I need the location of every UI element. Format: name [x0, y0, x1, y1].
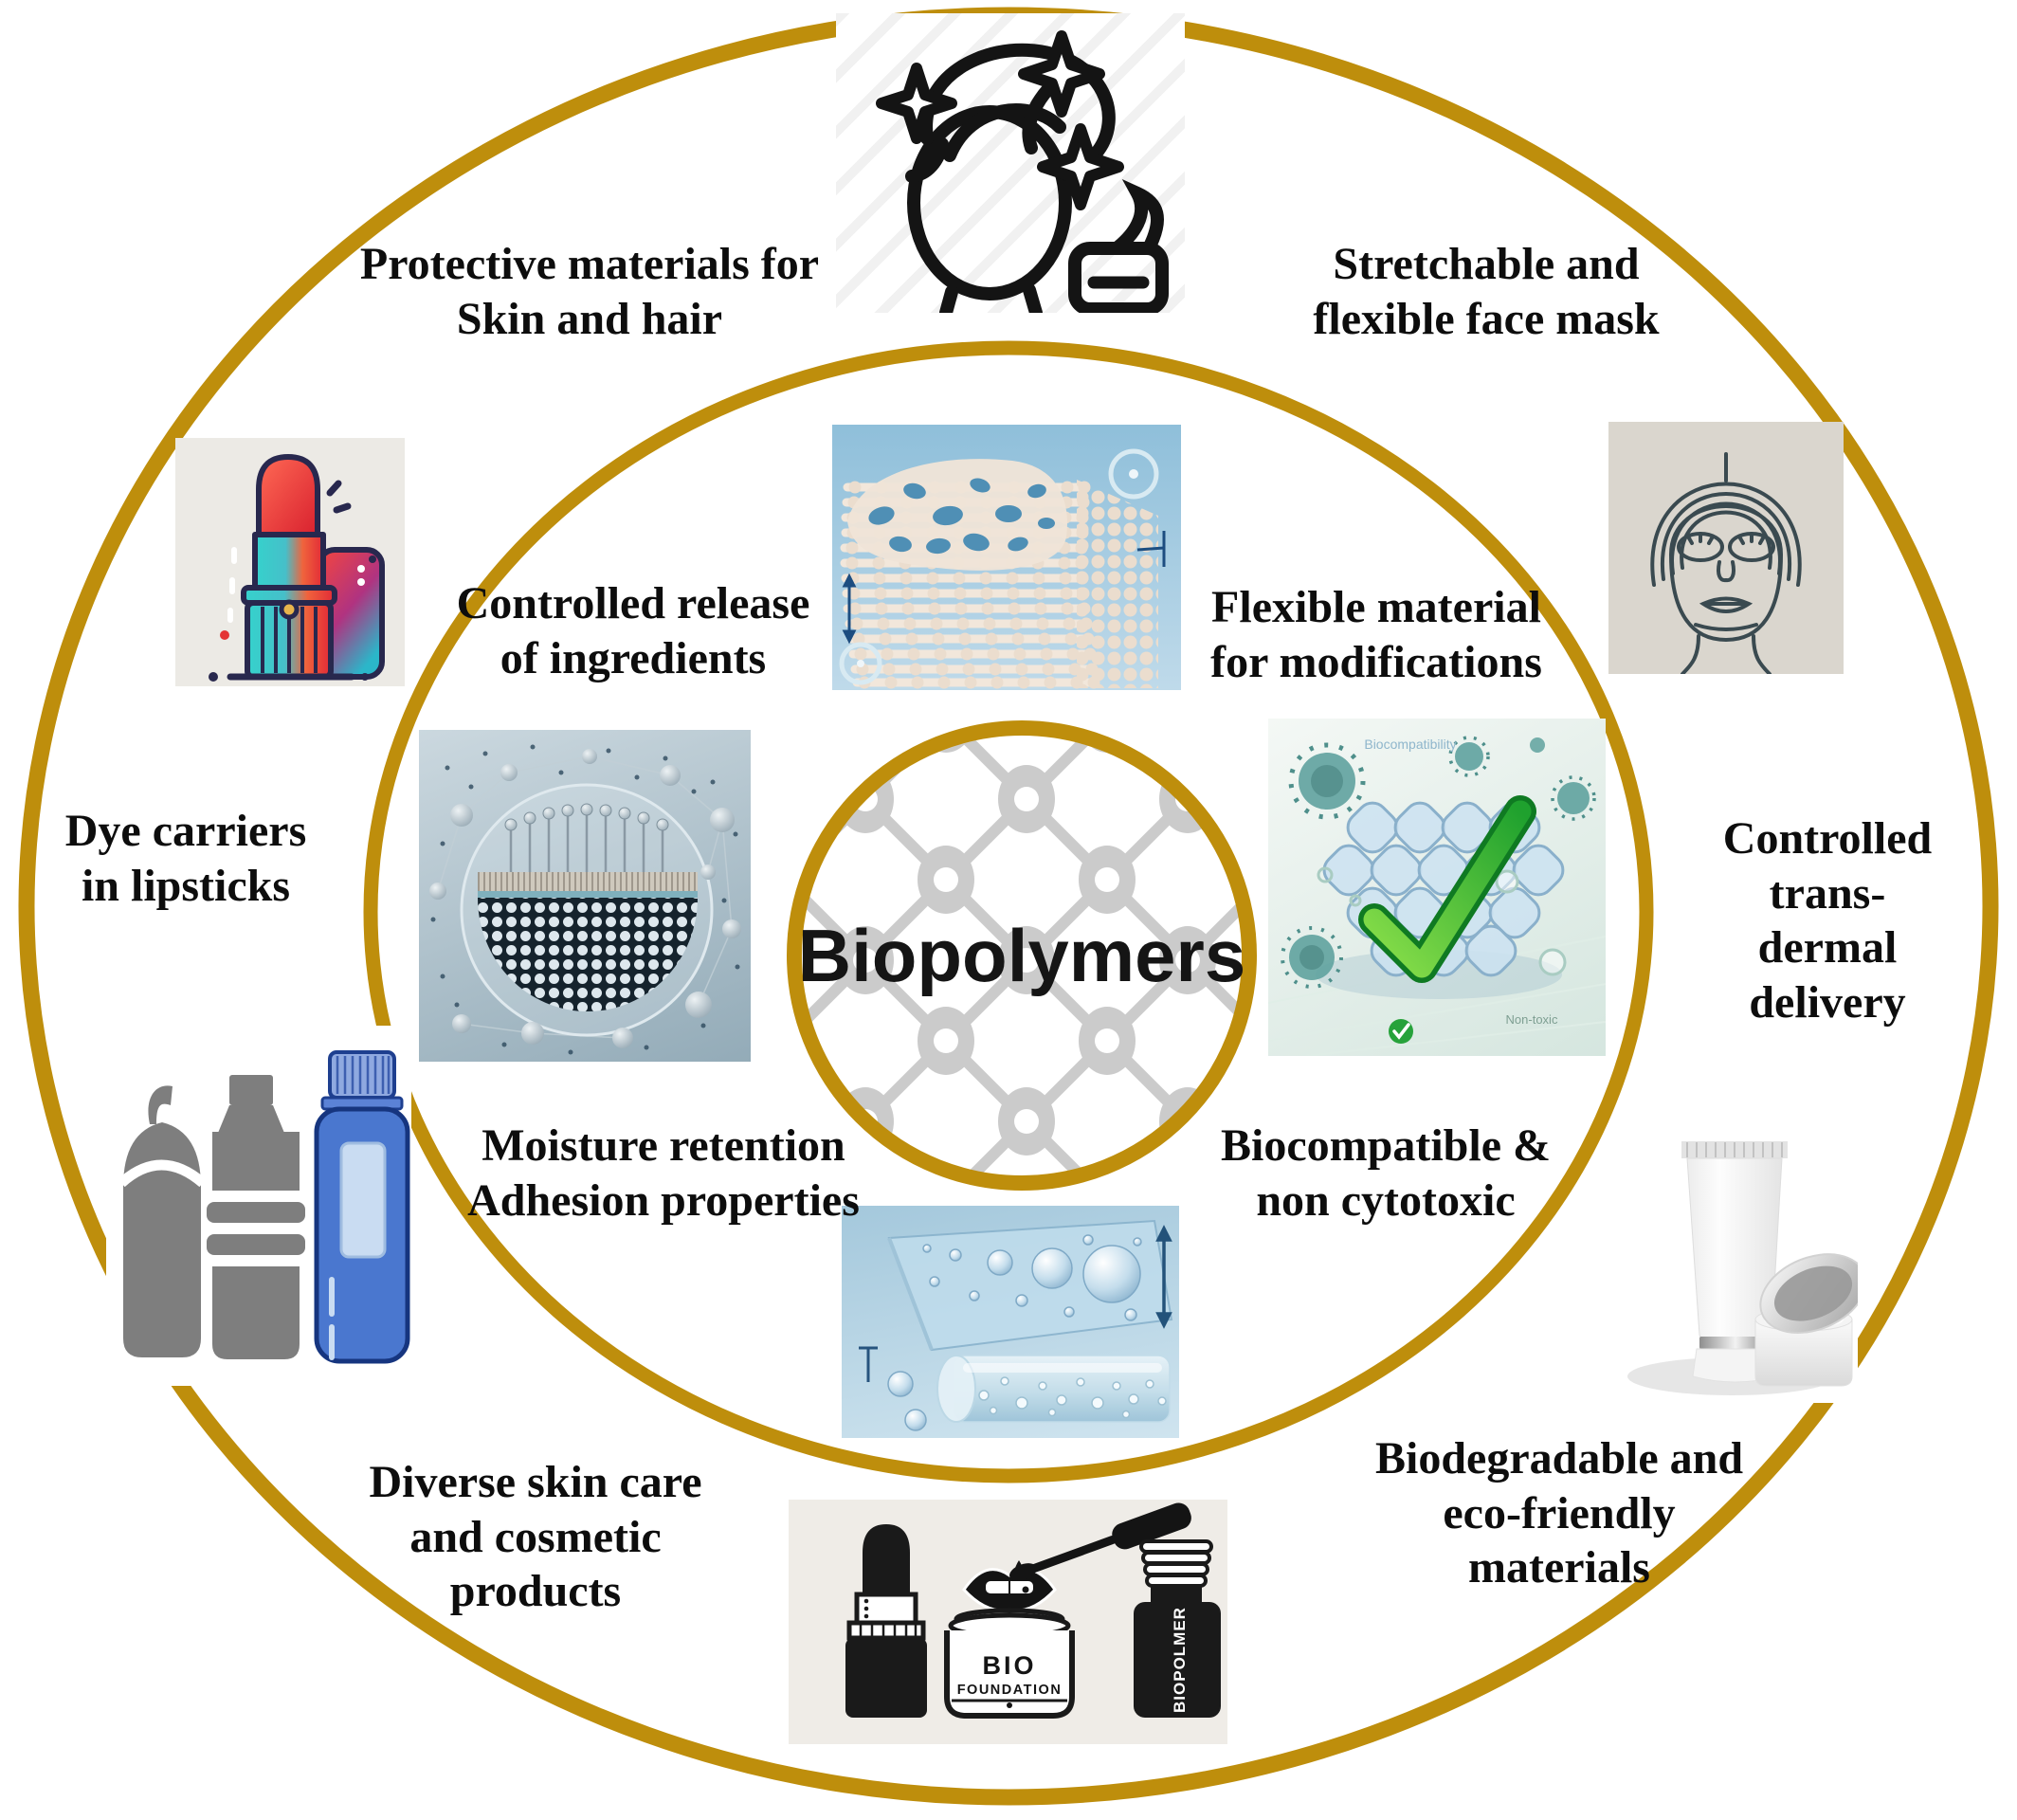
biocompatible-check-image: Biocompatibility Non-toxic [1268, 719, 1606, 1056]
cream-jar-icon [1068, 178, 1169, 313]
lipstick-illustration [175, 438, 405, 686]
label-biodegradable: Biodegradable and eco-friendly materials [1374, 1433, 1744, 1593]
face-mask-illustration [1608, 422, 1844, 674]
label-dye-carriers: Dye carriers in lipsticks [64, 806, 307, 911]
green-check-icon [1363, 800, 1532, 978]
label-stretchable-mask: Stretchable and flexible face mask [1313, 239, 1660, 344]
middle-ring [363, 340, 1654, 1483]
microsphere-release-image [419, 730, 751, 1062]
skin-hair-care-icon [836, 13, 1185, 313]
biopolymer-tube-text: BIOPOLMER [1171, 1607, 1189, 1713]
biocompatibility-caption: Biocompatibility [1364, 737, 1456, 752]
cream-tube-jar-image [1613, 1119, 1858, 1403]
bw-lipstick [845, 1524, 927, 1718]
bio-foundation-jar: BIO FOUNDATION [944, 1568, 1075, 1719]
nontoxic-caption: Non-toxic [1506, 1012, 1558, 1027]
label-biocompatible: Biocompatible & non cytotoxic [1221, 1120, 1551, 1226]
film-droplets-image [842, 1206, 1179, 1438]
label-diverse-products: Diverse skin care and cosmetic products [369, 1457, 702, 1617]
bio-jar-text-line1: BIO [982, 1651, 1036, 1680]
gloss-applicator [1009, 1502, 1191, 1593]
label-transdermal-delivery: Controlled trans-dermal delivery [1722, 813, 1933, 1028]
label-moisture-retention: Moisture retention Adhesion properties [467, 1120, 860, 1226]
label-flexible-material: Flexible material for modifications [1210, 582, 1542, 687]
cosmetic-bottles-illustration [106, 1026, 411, 1386]
diagram-title: Biopolymers [797, 913, 1246, 997]
label-controlled-release: Controlled release of ingredients [456, 578, 810, 683]
sparkle-icons [876, 30, 1124, 210]
biopolymer-tube: BIOPOLMER [1134, 1539, 1221, 1718]
makeup-products-illustration: BIO FOUNDATION BIOPO [789, 1500, 1227, 1744]
center-circle: Biopolymers [785, 719, 1259, 1192]
label-protective-materials: Protective materials for Skin and hair [359, 239, 820, 344]
bio-jar-text-line2: FOUNDATION [957, 1683, 1063, 1698]
molecule-lattice-icon [787, 720, 1257, 1191]
fiber-mesh-image [832, 425, 1181, 690]
virus-particles [1281, 736, 1596, 989]
